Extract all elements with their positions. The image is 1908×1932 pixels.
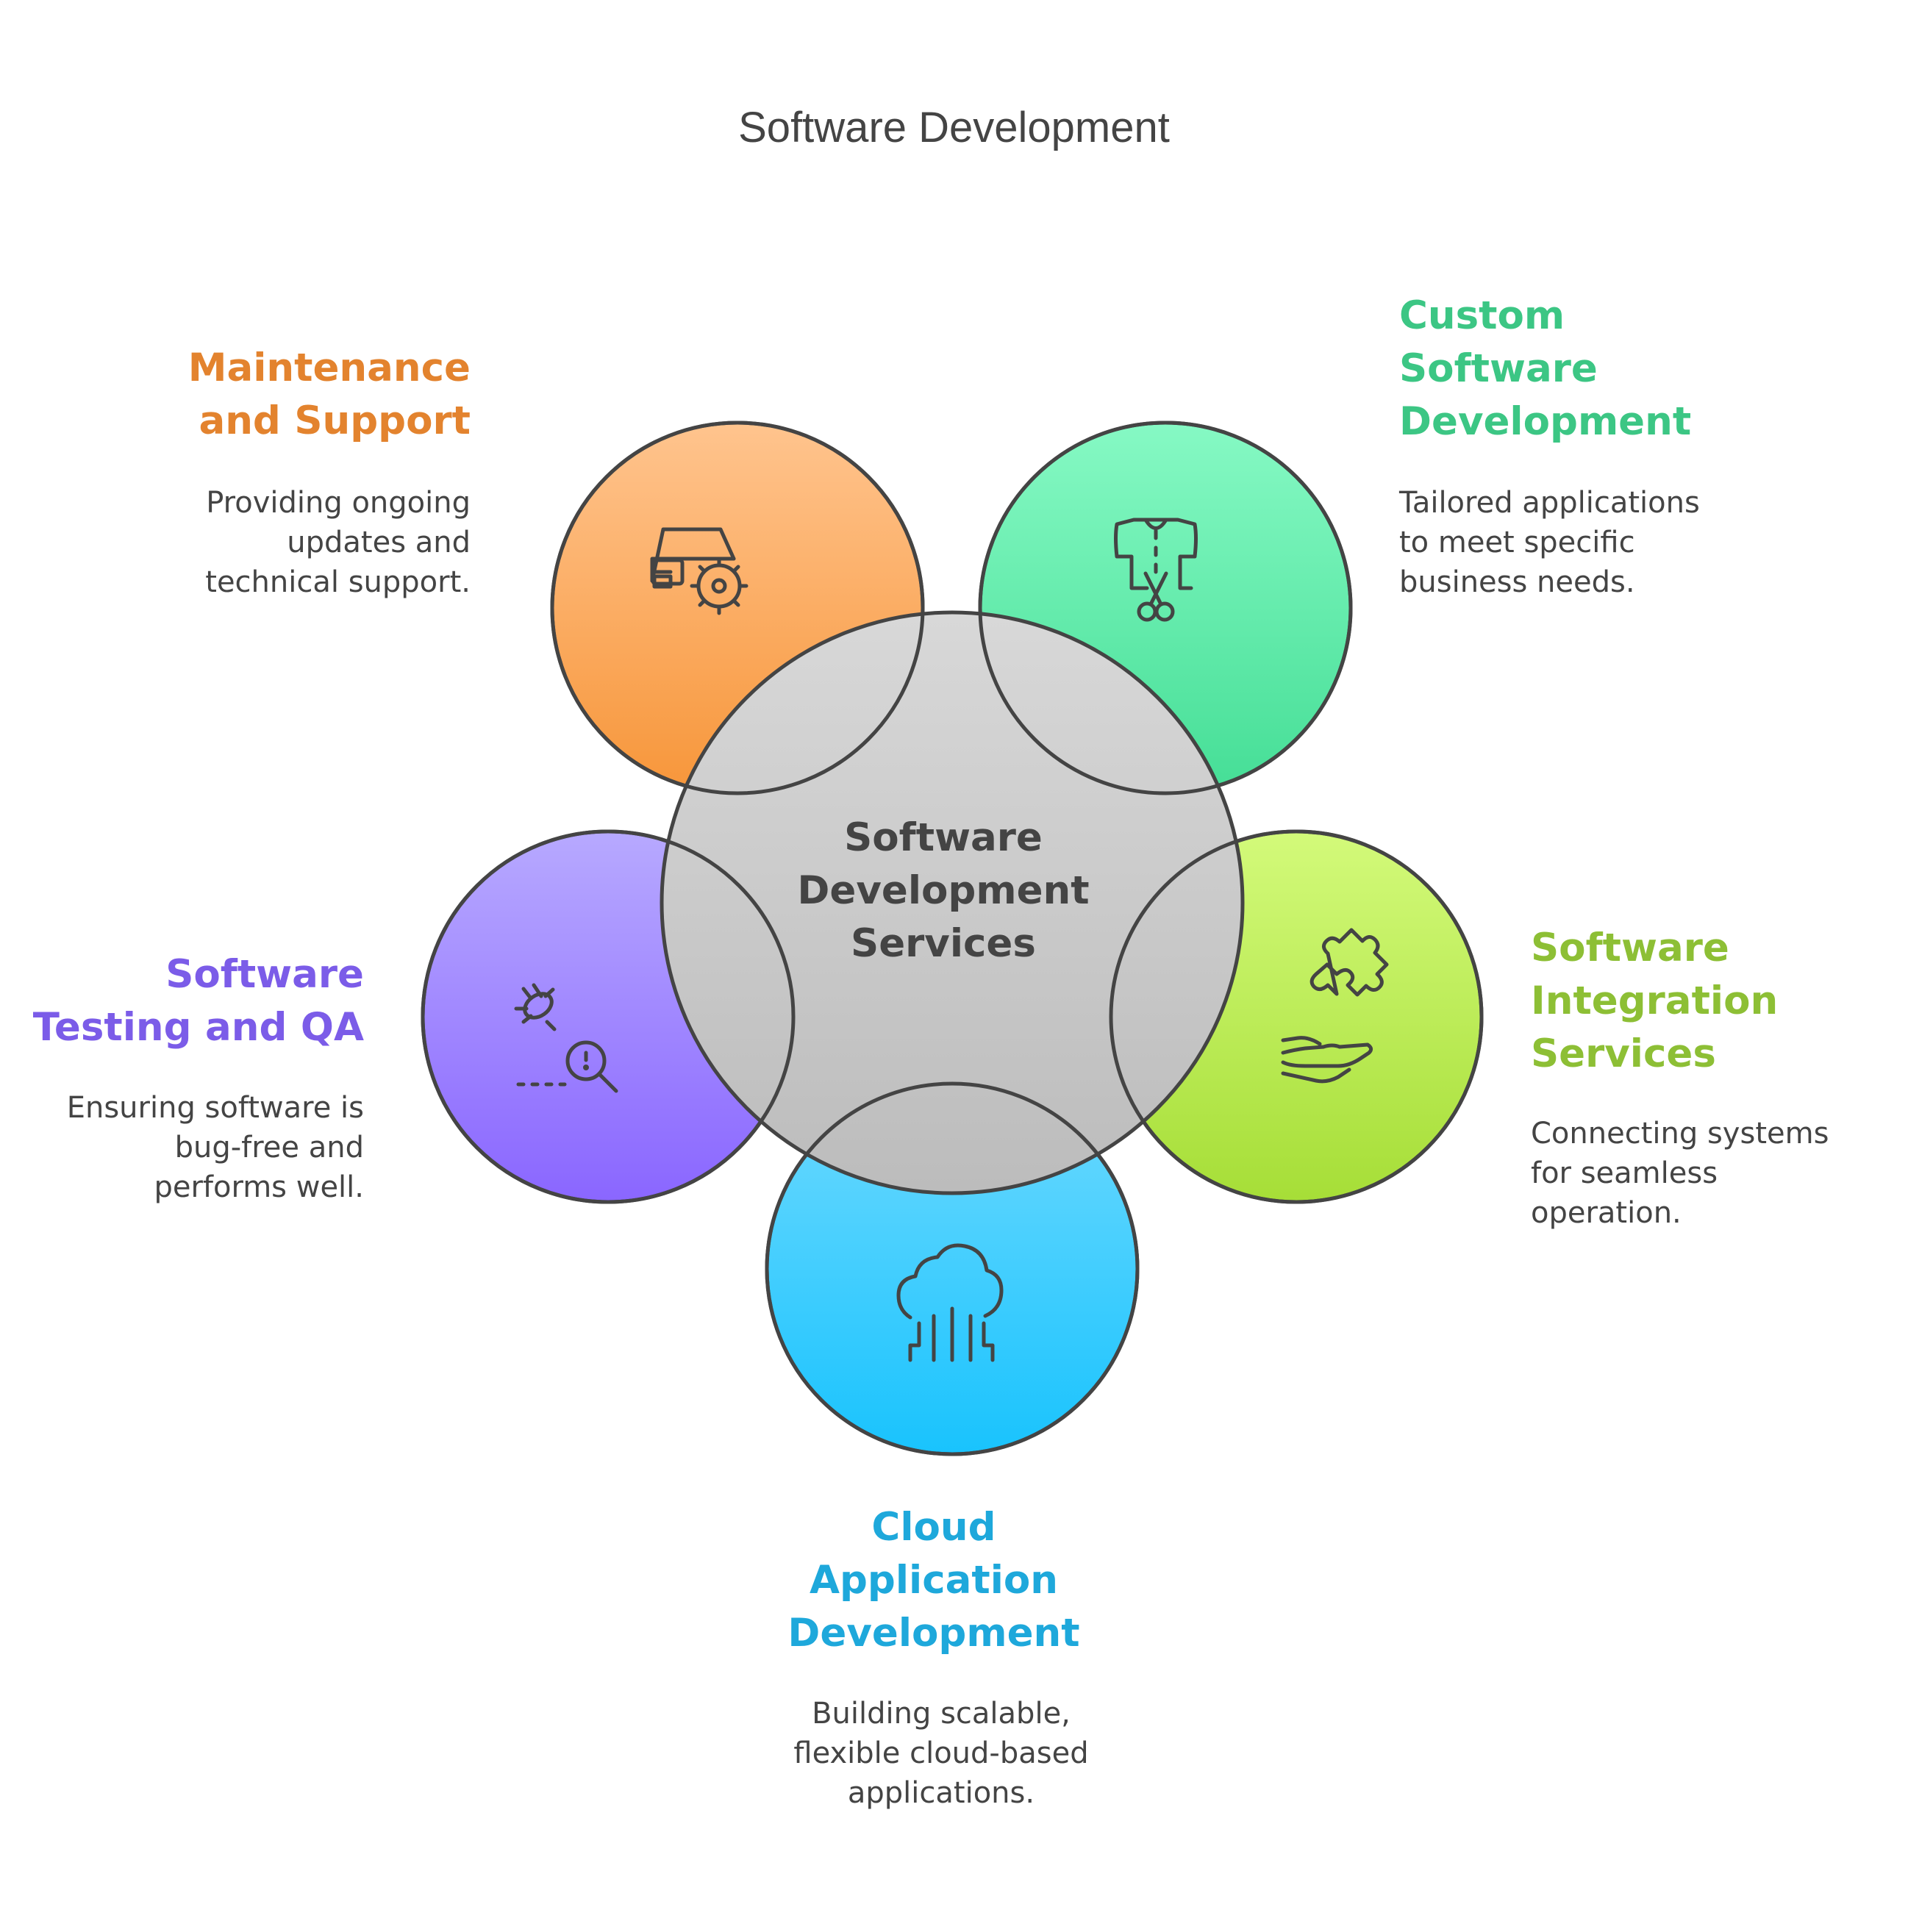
center-label-line1: Software [844, 815, 1043, 860]
cloud-description-line1: Building scalable, [812, 1697, 1071, 1731]
integration-heading-line3: Services [1531, 1031, 1716, 1076]
custom-heading-line3: Development [1399, 399, 1692, 444]
center-circle [660, 610, 1245, 1195]
maintenance-heading-line1: Maintenance [187, 346, 471, 390]
puzzle-hand-icon [1281, 928, 1389, 1084]
cloud-circuit-icon [896, 1243, 1004, 1362]
testing-heading-line2: Testing and QA [32, 1005, 364, 1050]
integration-description-line1: Connecting systems [1531, 1117, 1829, 1151]
cloud-outline [765, 1081, 1140, 1456]
center-label-line3: Services [851, 921, 1036, 966]
cloud-description-line3: applications. [847, 1776, 1035, 1810]
testing-description-line2: bug-free and [174, 1131, 364, 1164]
cloud-heading-line1: Cloud [871, 1505, 996, 1550]
testing-heading: Software Testing and QA [29, 948, 364, 1054]
custom-heading-line2: Software [1399, 346, 1598, 391]
integration-description-line2: for seamless [1531, 1156, 1718, 1190]
integration-heading: Software Integration Services [1531, 922, 1869, 1081]
custom-outline [978, 421, 1353, 795]
tailored-shirt-scissors-icon [1114, 518, 1198, 622]
maintenance-heading-line2: and Support [199, 398, 471, 443]
page-title: Software Development [738, 104, 1170, 151]
maintenance-description-line1: Providing ongoing [206, 486, 471, 520]
maintenance-description: Providing ongoing updates and technical … [162, 483, 471, 602]
testing-description-line1: Ensuring software is [66, 1091, 364, 1125]
integration-outline [1109, 829, 1484, 1204]
bug-magnifier-icon [514, 983, 618, 1093]
custom-description-line3: business needs. [1399, 565, 1635, 599]
integration-description: Connecting systems for seamless operatio… [1531, 1114, 1884, 1233]
maintenance-outline [550, 421, 925, 795]
cloud-heading-line2: Application [809, 1558, 1059, 1603]
testing-description-line3: performs well. [154, 1170, 364, 1204]
cloud-description: Building scalable, flexible cloud-based … [750, 1694, 1132, 1813]
integration-heading-line2: Integration [1531, 978, 1779, 1023]
custom-heading: Custom Software Development [1399, 290, 1737, 448]
cloud-heading: Cloud Application Development [757, 1501, 1110, 1660]
custom-heading-line1: Custom [1399, 293, 1565, 338]
maintenance-description-line3: technical support. [205, 565, 471, 599]
maintenance-description-line2: updates and [287, 526, 471, 559]
cloud-description-line2: flexible cloud-based [793, 1736, 1089, 1770]
car-gear-icon [650, 527, 748, 615]
integration-description-line3: operation. [1531, 1196, 1682, 1230]
center-label: Software Development Services [782, 812, 1105, 970]
custom-description-line2: to meet specific [1399, 526, 1635, 559]
custom-description: Tailored applications to meet specific b… [1399, 483, 1752, 602]
custom-description-line1: Tailored applications [1399, 486, 1700, 520]
cloud-heading-line3: Development [787, 1611, 1080, 1656]
testing-heading-line1: Software [165, 952, 364, 997]
testing-outline [421, 829, 796, 1204]
integration-heading-line1: Software [1531, 926, 1729, 970]
testing-description: Ensuring software is bug-free and perfor… [29, 1088, 364, 1207]
maintenance-heading: Maintenance and Support [176, 342, 471, 448]
center-label-line2: Development [797, 868, 1090, 913]
